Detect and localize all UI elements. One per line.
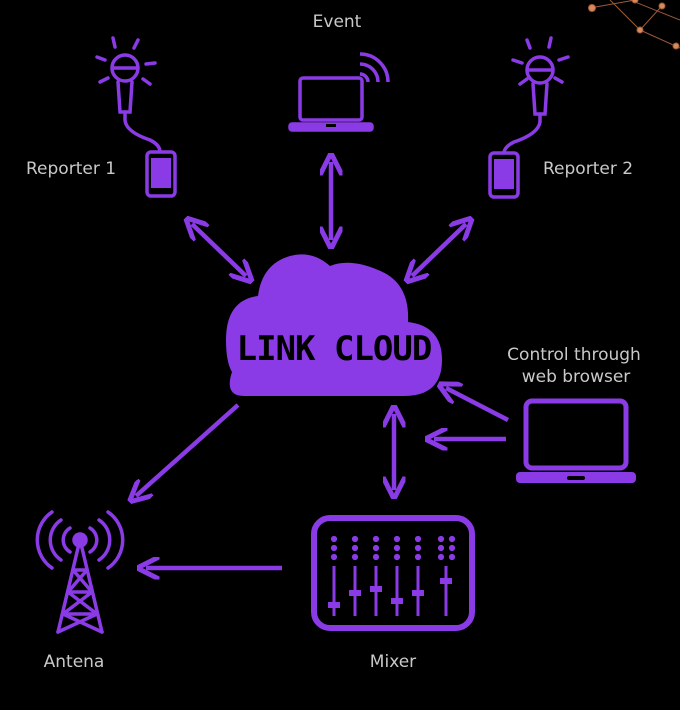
cloud-label: LINK CLOUD (237, 329, 432, 369)
arrow-reporter1-cloud (192, 224, 246, 276)
arrow-reporter2-cloud (412, 224, 466, 276)
reporter1-label: Reporter 1 (26, 159, 116, 179)
reporter2-label: Reporter 2 (543, 159, 633, 179)
mixer-label: Mixer (370, 652, 416, 672)
antenna-label: Antena (44, 652, 105, 672)
mixer-console-icon (311, 515, 475, 631)
control-label-line2: web browser (522, 367, 631, 387)
network-decoration (588, 0, 680, 50)
control-label-line1: Control through (507, 345, 641, 365)
control-laptop-icon (516, 398, 636, 483)
link-cloud: LINK CLOUD (226, 254, 442, 396)
arrow-control-cloud-upper (446, 388, 510, 422)
connection-arrows (136, 162, 510, 568)
reporter2-microphone-icon (488, 36, 570, 199)
arrow-cloud-antenna (136, 403, 240, 496)
antenna-tower-icon (35, 510, 125, 634)
event-label: Event (313, 12, 362, 32)
reporter1-microphone-icon (95, 36, 177, 198)
event-laptop-icon (288, 52, 390, 132)
